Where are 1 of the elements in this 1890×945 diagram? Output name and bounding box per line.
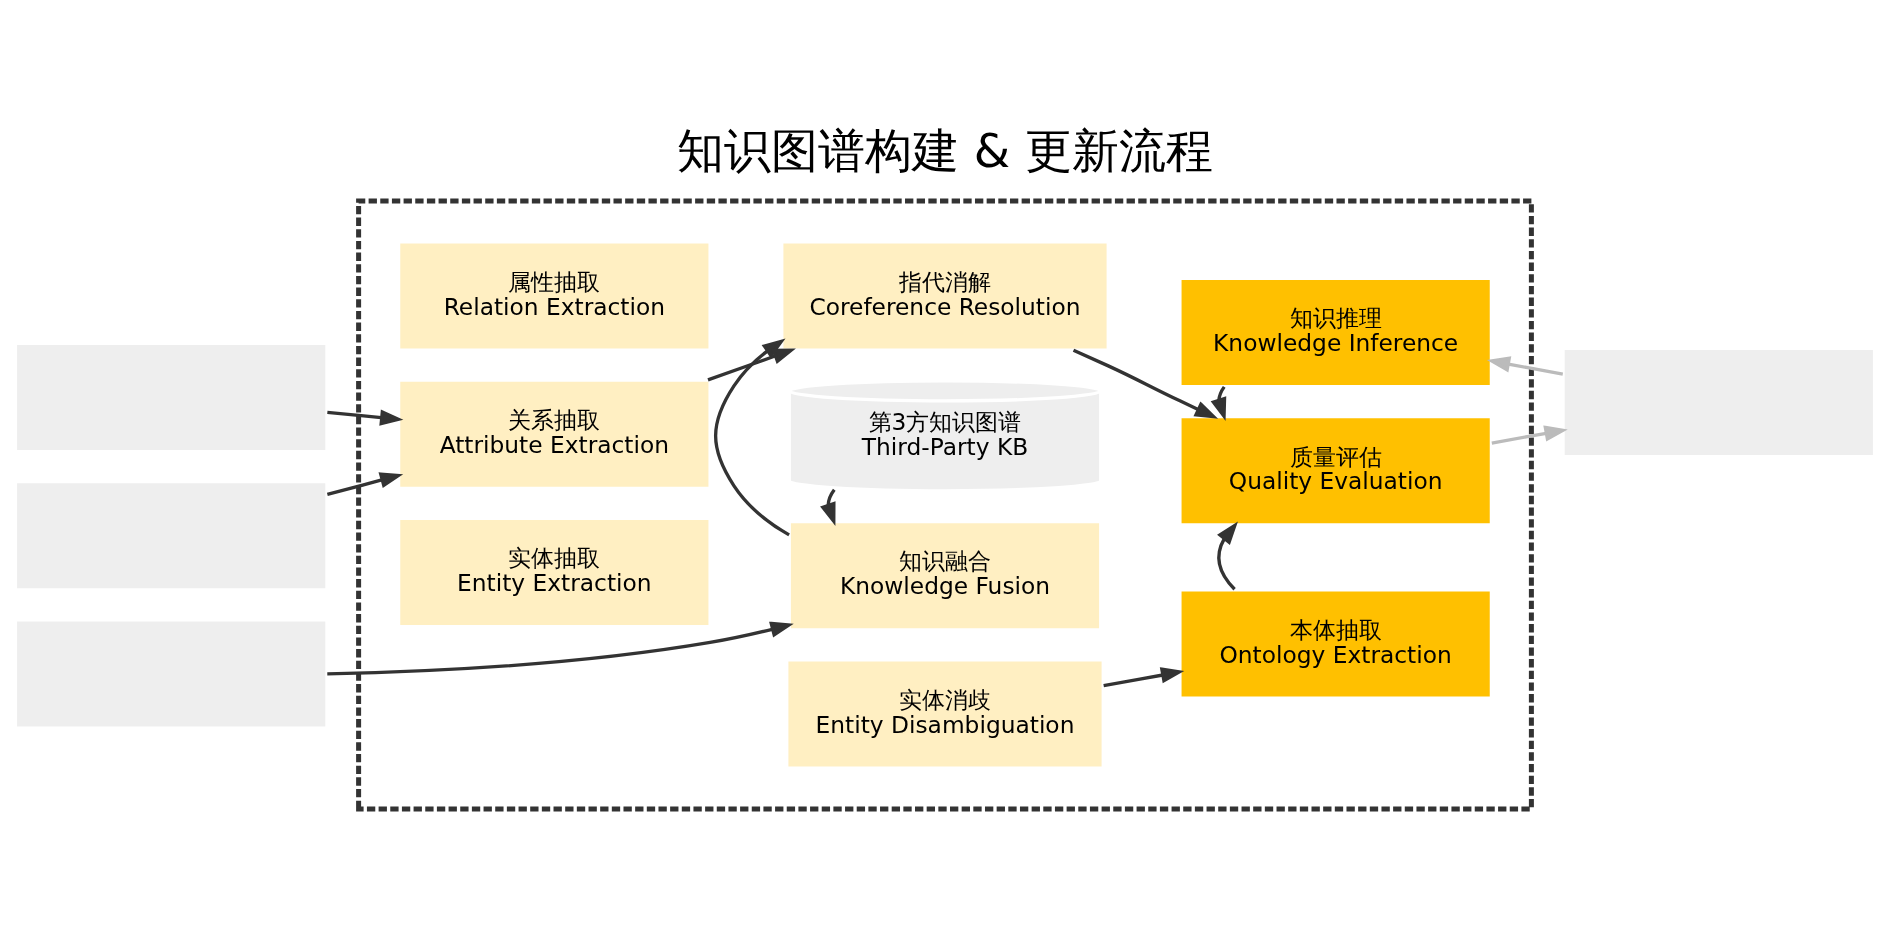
diagram-title: 知识图谱构建 & 更新流程 — [677, 123, 1213, 178]
